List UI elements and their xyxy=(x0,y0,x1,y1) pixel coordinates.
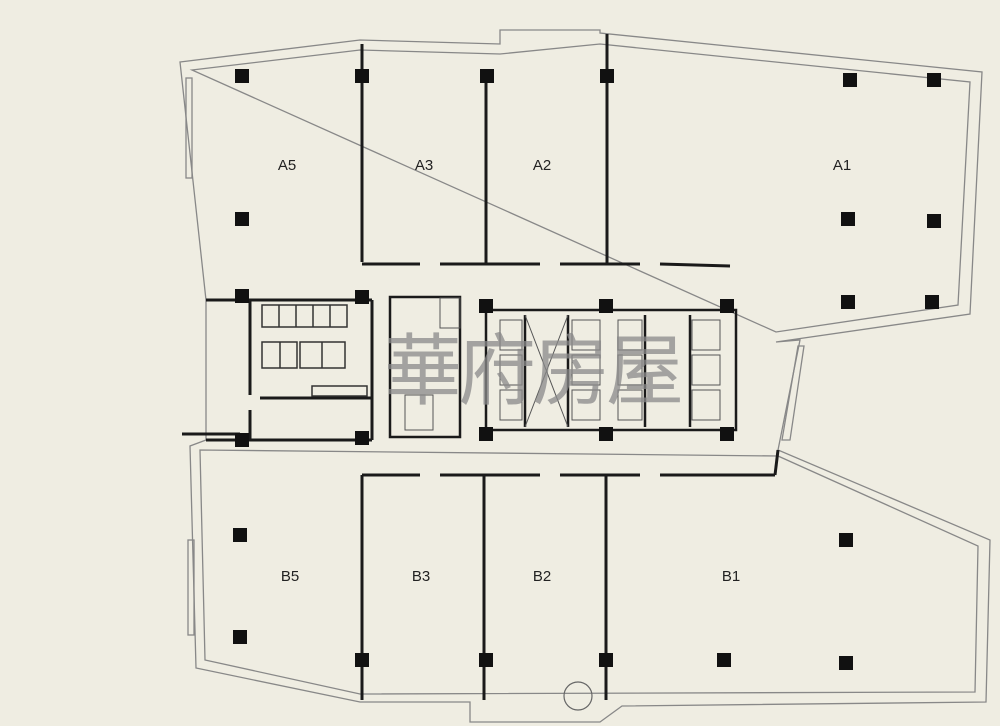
building-outline xyxy=(179,29,991,723)
unit-label-b2: B2 xyxy=(533,568,551,585)
structural-column xyxy=(355,431,369,445)
structural-column xyxy=(717,653,731,667)
structural-column xyxy=(235,433,249,447)
structural-column xyxy=(841,295,855,309)
structural-column xyxy=(600,69,614,83)
tree-symbol xyxy=(563,681,593,711)
structural-column xyxy=(233,528,247,542)
structural-column xyxy=(235,212,249,226)
structural-column xyxy=(599,653,613,667)
structural-column xyxy=(599,427,613,441)
structural-column xyxy=(479,427,493,441)
unit-label-b1: B1 xyxy=(722,568,740,585)
unit-labels: A5 A3 A2 A1 B5 B3 B2 B1 xyxy=(278,157,851,585)
structural-column xyxy=(839,656,853,670)
structural-column xyxy=(355,290,369,304)
structural-column xyxy=(927,73,941,87)
structural-column xyxy=(843,73,857,87)
unit-label-b3: B3 xyxy=(412,568,430,585)
structural-column xyxy=(841,212,855,226)
structural-column xyxy=(925,295,939,309)
unit-label-a1: A1 xyxy=(833,157,851,174)
structural-column xyxy=(479,653,493,667)
unit-label-a2: A2 xyxy=(533,157,551,174)
unit-label-b5: B5 xyxy=(281,568,299,585)
structural-column xyxy=(720,299,734,313)
structural-column xyxy=(839,533,853,547)
elevators xyxy=(404,297,721,431)
structural-column xyxy=(355,69,369,83)
structural-column xyxy=(355,653,369,667)
restrooms xyxy=(261,304,368,397)
unit-label-a5: A5 xyxy=(278,157,296,174)
structural-column xyxy=(479,299,493,313)
watermark: 華府房屋 xyxy=(384,327,680,417)
unit-label-a3: A3 xyxy=(415,157,433,174)
columns xyxy=(233,69,941,670)
structural-column xyxy=(235,69,249,83)
structural-column xyxy=(599,299,613,313)
structural-column xyxy=(927,214,941,228)
structural-column xyxy=(720,427,734,441)
structural-column xyxy=(235,289,249,303)
structural-column xyxy=(233,630,247,644)
structural-column xyxy=(480,69,494,83)
